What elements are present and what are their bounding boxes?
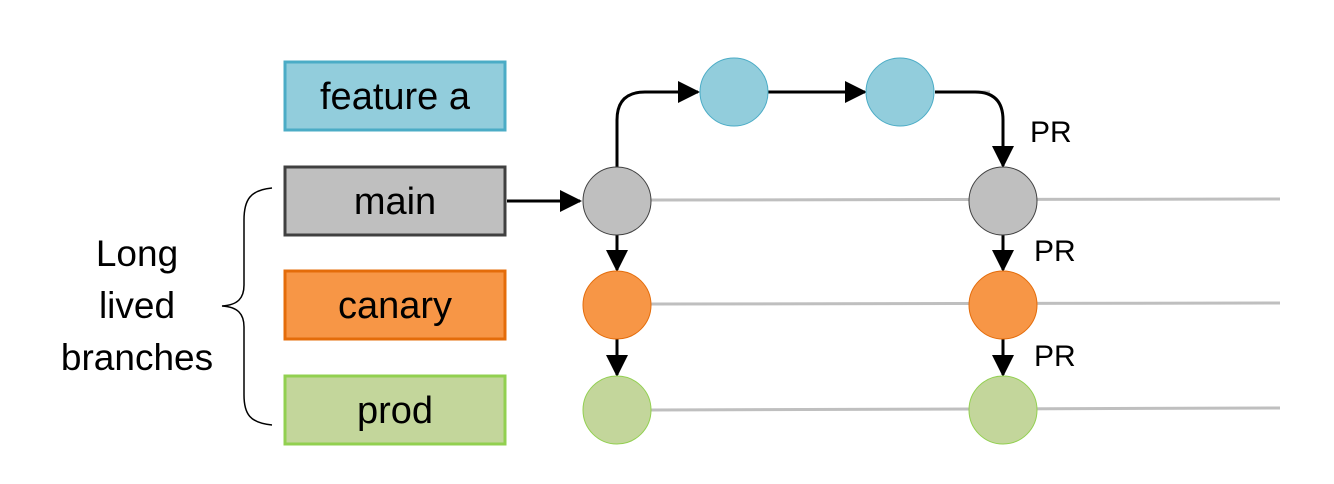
canary-track <box>649 301 1281 306</box>
branch-box-prod: prod <box>283 374 507 446</box>
prod-node-2 <box>968 375 1038 445</box>
branch-label-canary: canary <box>338 285 452 327</box>
main-track <box>649 197 1281 202</box>
prod-node-1 <box>582 375 652 445</box>
canary-node-2 <box>968 270 1038 340</box>
feature-node-1 <box>699 57 769 127</box>
pr-label-canary-to-prod: PR <box>1034 340 1076 373</box>
long-lived-brace <box>221 187 273 426</box>
feature-node-2 <box>865 57 935 127</box>
group-label-line2: lived <box>99 285 175 326</box>
group-label-line1: Long <box>96 233 178 274</box>
branch-label-main: main <box>354 181 436 223</box>
canary-node-1 <box>582 270 652 340</box>
branch-box-canary: canary <box>283 269 507 341</box>
branch-label-prod: prod <box>357 390 433 432</box>
branch-off-feature-arrow <box>615 81 700 168</box>
main-node-2 <box>968 166 1038 236</box>
feature-pr-arrow <box>935 90 1014 168</box>
group-label-line3: branches <box>61 337 213 378</box>
pr-label-main-to-canary: PR <box>1034 235 1076 268</box>
prod-track <box>649 406 1281 412</box>
main-node-1 <box>582 166 652 236</box>
branch-label-feature-a: feature a <box>320 76 471 118</box>
pr-label-feature-to-main: PR <box>1030 116 1072 149</box>
branch-box-main: main <box>283 165 507 237</box>
branch-box-feature-a: feature a <box>283 60 507 132</box>
